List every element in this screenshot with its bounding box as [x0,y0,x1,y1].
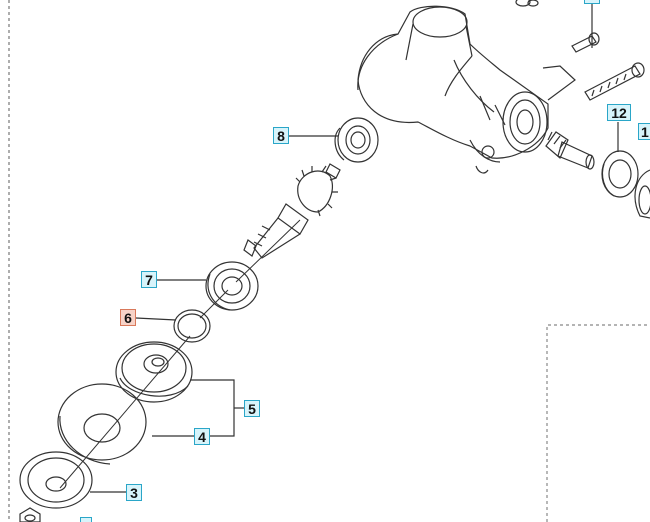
bearing-8 [334,117,379,163]
washer-3 [19,451,93,509]
bearing-12 [601,150,639,198]
retaining-ring-6 [173,309,211,343]
callout-5[interactable]: 5 [244,400,260,417]
callout-6[interactable]: 6 [120,309,136,326]
callout-label: 4 [198,429,206,445]
nut [19,507,41,522]
callout-3[interactable]: 3 [126,484,142,501]
housing-screw [571,32,600,53]
callout-8[interactable]: 8 [273,127,289,144]
callout-label: 1 [641,124,649,140]
callout-7[interactable]: 7 [141,271,157,288]
callout-1-partial[interactable]: 1 [638,123,650,140]
callout-label: 7 [145,272,153,288]
bracket-5 [152,379,235,437]
assembly-axis [59,219,301,489]
callout-12[interactable]: 12 [607,104,631,121]
callout-label: 12 [611,105,627,121]
gear-housing [357,5,549,174]
callout-label: 3 [130,485,138,501]
bearing-7 [205,261,259,311]
detail-box-dashed [546,324,650,522]
drive-disc-5 [115,341,193,403]
leader-6 [135,317,177,321]
callout-label: 6 [124,310,132,326]
gear-shaft [243,163,341,259]
pinion-gear [545,131,595,170]
callout-bottom-partial[interactable] [80,517,92,522]
long-bolt [584,62,645,101]
support-cup-4 [57,383,147,465]
callout-4[interactable]: 4 [194,428,210,445]
callout-top-partial[interactable] [584,0,600,4]
callout-label: 8 [277,128,285,144]
callout-label: 5 [248,401,256,417]
